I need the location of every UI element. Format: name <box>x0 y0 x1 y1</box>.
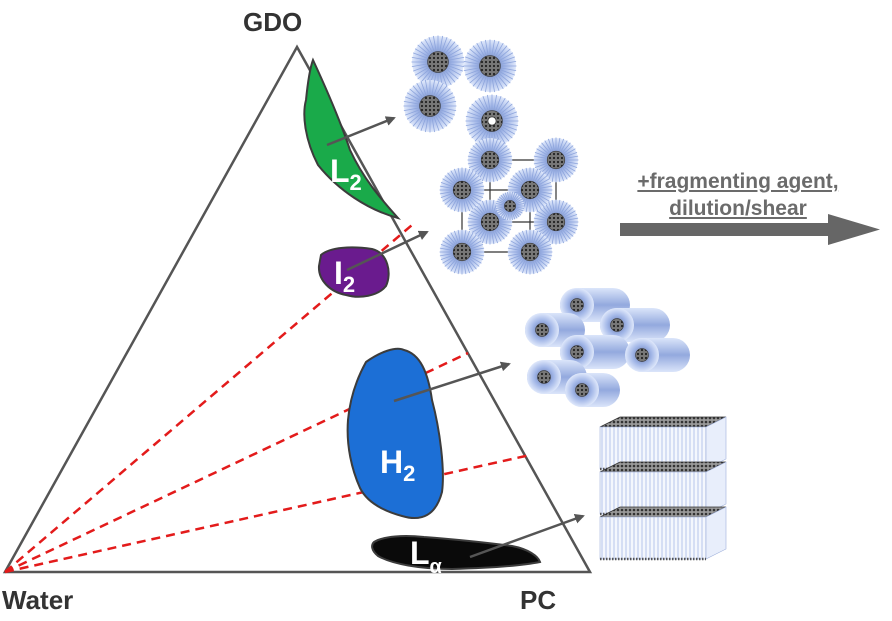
phase-region-lalpha <box>371 535 542 571</box>
vertex-label-water: Water <box>2 585 74 615</box>
cylinder <box>565 373 620 407</box>
cubic-lattice-icon <box>439 137 579 275</box>
pointer-arrows <box>326 116 585 559</box>
process-arrow <box>620 214 880 245</box>
bilayer-1 <box>599 416 727 471</box>
process-line-2: dilution/shear <box>669 197 807 220</box>
arrow-h2 <box>393 361 511 403</box>
composition-lines <box>4 224 531 574</box>
micelle <box>467 137 513 183</box>
bilayer-3 <box>599 506 727 561</box>
micelle <box>507 229 553 275</box>
micelle <box>465 94 519 148</box>
micelle <box>533 199 579 245</box>
vertex-label-pc: PC <box>520 585 557 615</box>
micelle <box>439 229 485 275</box>
cylinder <box>560 335 630 369</box>
micelle <box>495 191 525 221</box>
arrow-lalpha <box>469 514 585 559</box>
micelle-cluster-icon <box>403 35 519 148</box>
arrow-i2 <box>346 230 429 272</box>
phase-label-i2: I2 <box>334 255 355 297</box>
phase-label-h2: H2 <box>380 444 415 486</box>
cylinder <box>600 308 670 342</box>
ternary-triangle <box>2 44 593 574</box>
cylinder <box>625 338 690 372</box>
vertex-label-gdo: GDO <box>243 7 303 37</box>
micelle <box>403 79 457 133</box>
process-line-1: +fragmenting agent, <box>637 170 839 193</box>
phase-region-h2 <box>346 347 444 520</box>
phase-label-l2: L2 <box>330 153 362 195</box>
lamellar-stack-icon <box>599 416 727 561</box>
phase-label-lalpha: Lα <box>410 535 443 578</box>
arrow-l2 <box>326 116 396 147</box>
micelle <box>533 137 579 183</box>
micelle <box>439 167 485 213</box>
process-label: +fragmenting agent, dilution/shear <box>578 168 892 222</box>
bilayer-2 <box>599 461 727 516</box>
micelle <box>463 39 517 93</box>
micelle <box>411 35 465 89</box>
hexagonal-cylinders-icon <box>525 288 690 407</box>
